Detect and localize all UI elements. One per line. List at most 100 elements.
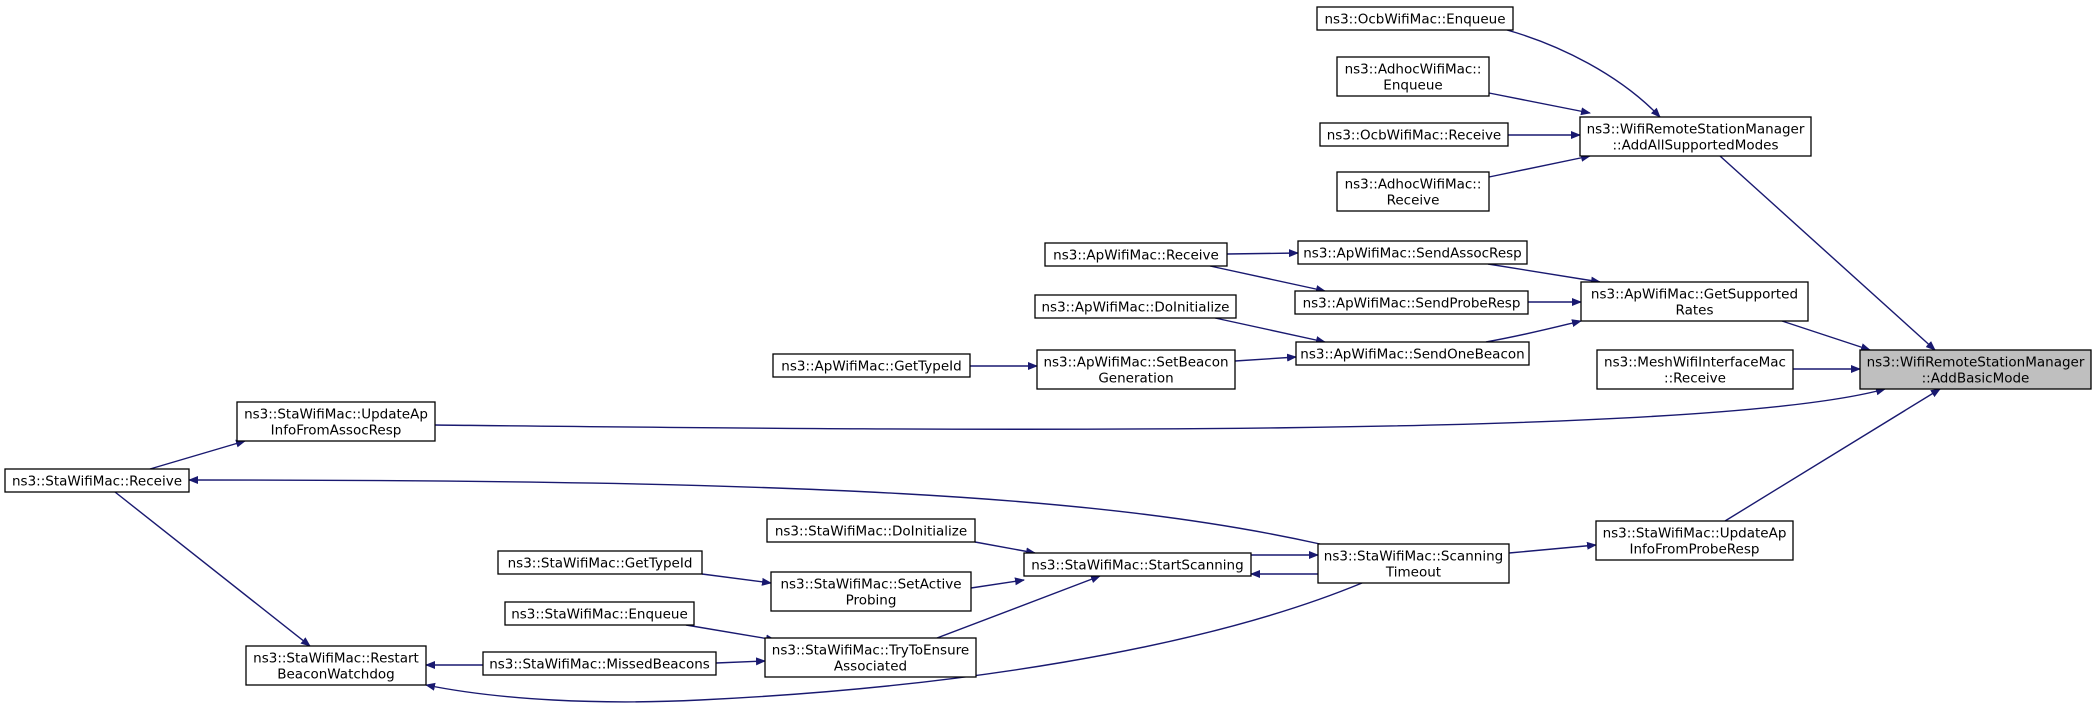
node-label: BeaconWatchdog	[277, 667, 395, 683]
node-label: ns3::StaWifiMac::UpdateAp	[1603, 526, 1787, 542]
node-box	[766, 518, 976, 543]
graph-node[interactable]: ns3::ApWifiMac::SendProbeResp	[1294, 290, 1529, 315]
node-box	[1294, 290, 1529, 315]
node-box	[1317, 543, 1510, 584]
node-box	[1595, 520, 1794, 561]
edge-arrow	[685, 624, 776, 643]
node-label: Receive	[1387, 193, 1440, 209]
node-label: ns3::OcbWifiMac::Receive	[1327, 128, 1502, 144]
edge-arrow	[188, 476, 1321, 545]
edge-arrow	[1226, 249, 1299, 258]
edge-n9-to-n6	[1485, 319, 1582, 343]
node-label: ns3::StaWifiMac::TryToEnsure	[772, 643, 969, 659]
node-box	[1023, 552, 1252, 577]
graph-node[interactable]: ns3::StaWifiMac::MissedBeacons	[482, 651, 717, 676]
edge-n18-to-n16	[188, 476, 1321, 545]
node-label: ns3::ApWifiMac::Receive	[1053, 248, 1219, 264]
node-box	[1579, 116, 1812, 157]
edge-n2-to-n1	[1506, 29, 1661, 118]
edge-n22-to-n21	[701, 573, 772, 586]
edge-arrow	[715, 657, 766, 666]
edge-arrow	[1719, 155, 1936, 351]
edge-n10-to-n7	[1226, 249, 1299, 258]
edge-n24-to-n23	[685, 624, 776, 643]
node-label: ns3::AdhocWifiMac::	[1345, 177, 1482, 193]
node-box	[236, 401, 436, 442]
edge-arrow	[1508, 541, 1597, 554]
edge-arrow	[970, 577, 1025, 589]
graph-node[interactable]: ns3::ApWifiMac::SendAssocResp	[1297, 240, 1528, 265]
node-label: ns3::StaWifiMac::SetActive	[780, 577, 961, 593]
edge-n11-to-n9	[1214, 317, 1326, 344]
node-label: ns3::ApWifiMac::SetBeacon	[1043, 355, 1228, 371]
graph-node[interactable]: ns3::AdhocWifiMac::Receive	[1336, 171, 1490, 212]
graph-node[interactable]: ns3::StaWifiMac::StartScanning	[1023, 552, 1252, 577]
node-label: ns3::StaWifiMac::GetTypeId	[508, 556, 693, 572]
node-label: ns3::ApWifiMac::GetTypeId	[781, 359, 961, 375]
node-box	[772, 353, 971, 378]
node-box	[504, 601, 695, 626]
node-label: Generation	[1098, 371, 1173, 387]
node-label: ns3::StaWifiMac::StartScanning	[1031, 558, 1243, 574]
node-box	[497, 550, 703, 575]
edge-arrow	[1234, 353, 1297, 362]
graph-node[interactable]: ns3::OcbWifiMac::Enqueue	[1316, 6, 1514, 31]
graph-node[interactable]: ns3::ApWifiMac::Receive	[1044, 242, 1228, 267]
node-box	[1336, 56, 1490, 97]
graph-node[interactable]: ns3::StaWifiMac::UpdateApInfoFromAssocRe…	[236, 401, 436, 442]
node-label: Probing	[846, 593, 897, 609]
edge-arrow	[434, 387, 1886, 430]
node-label: Enqueue	[1383, 78, 1442, 94]
edge-arrow	[936, 575, 1101, 639]
node-label: ns3::ApWifiMac::DoInitialize	[1042, 300, 1230, 316]
graph-node[interactable]: ns3::MeshWifiInterfaceMac::Receive	[1596, 349, 1794, 390]
node-box	[482, 651, 717, 676]
edge-arrow	[1488, 153, 1591, 178]
node-box	[770, 571, 972, 612]
node-label: ns3::OcbWifiMac::Enqueue	[1324, 12, 1505, 28]
graph-node[interactable]: ns3::StaWifiMac::Receive	[4, 468, 190, 493]
node-label: ::AddBasicMode	[1922, 371, 2030, 387]
graph-node[interactable]: ns3::StaWifiMac::UpdateApInfoFromProbeRe…	[1595, 520, 1794, 561]
edge-n7-to-n6	[1487, 263, 1601, 285]
graph-node[interactable]: ns3::AdhocWifiMac::Enqueue	[1336, 56, 1490, 97]
graph-node[interactable]: ns3::OcbWifiMac::Receive	[1319, 122, 1509, 147]
node-box	[764, 637, 977, 678]
graph-node[interactable]: ns3::StaWifiMac::DoInitialize	[766, 518, 976, 543]
edge-n25-to-n23	[715, 657, 766, 666]
graph-node[interactable]: ns3::ApWifiMac::SendOneBeacon	[1295, 341, 1530, 366]
edge-arrow	[1724, 388, 1941, 522]
edge-n1-to-n0	[1719, 155, 1936, 351]
node-label: InfoFromProbeResp	[1630, 542, 1760, 558]
node-box	[1036, 349, 1236, 390]
node-label: ns3::AdhocWifiMac::	[1345, 62, 1482, 78]
node-box	[1034, 294, 1237, 319]
node-box	[1336, 171, 1490, 212]
node-label: ns3::StaWifiMac::Scanning	[1324, 549, 1503, 565]
graph-node[interactable]: ns3::StaWifiMac::GetTypeId	[497, 550, 703, 575]
node-box	[1044, 242, 1228, 267]
edge-n6-to-n0	[1781, 320, 1871, 351]
edge-n15-to-n0	[434, 387, 1886, 430]
edge-arrow	[1214, 317, 1326, 344]
node-label: ns3::StaWifiMac::Receive	[12, 474, 182, 490]
edge-arrow	[1506, 29, 1661, 118]
edge-arrow	[149, 439, 246, 470]
graph-node[interactable]: ns3::ApWifiMac::DoInitialize	[1034, 294, 1237, 319]
graph-node[interactable]: ns3::StaWifiMac::Enqueue	[504, 601, 695, 626]
graph-node[interactable]: ns3::WifiRemoteStationManager::AddAllSup…	[1579, 116, 1812, 157]
node-label: ns3::StaWifiMac::MissedBeacons	[489, 657, 710, 673]
node-label: ns3::StaWifiMac::Enqueue	[511, 607, 688, 623]
graph-node[interactable]: ns3::ApWifiMac::GetTypeId	[772, 353, 971, 378]
node-label: Rates	[1676, 303, 1714, 319]
edge-n12-to-n9	[1234, 353, 1297, 362]
focus-node[interactable]: ns3::WifiRemoteStationManager::AddBasicM…	[1859, 349, 2092, 390]
edge-arrow	[1209, 265, 1326, 293]
